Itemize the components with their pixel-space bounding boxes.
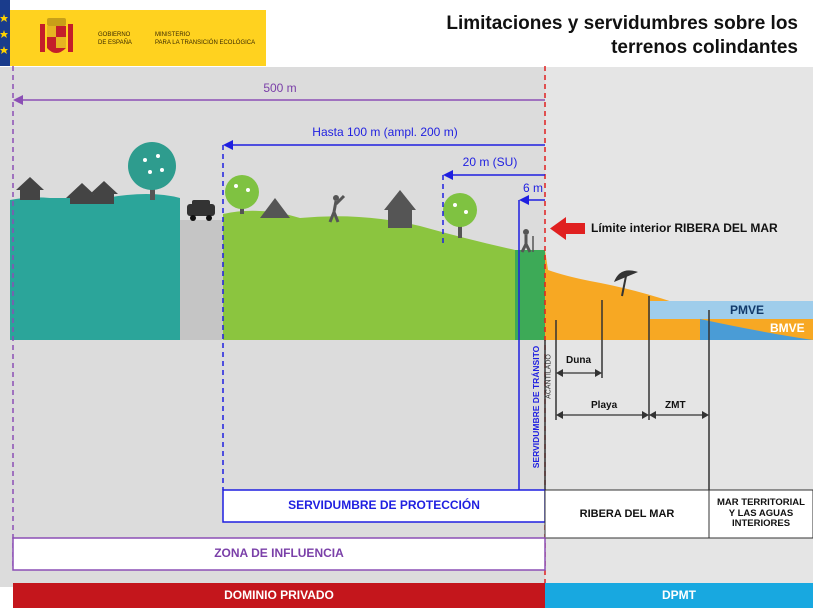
limit-interior-label: Límite interior RIBERA DEL MAR — [591, 221, 778, 235]
zmt-arrow — [649, 411, 709, 419]
dpmt-label: DPMT — [662, 587, 696, 602]
zmt-label: ZMT — [665, 400, 686, 411]
beach-sand — [545, 250, 813, 340]
distance-500-label: 500 m — [263, 81, 297, 95]
umbrella-icon — [614, 270, 638, 297]
page-title-line1: Limitaciones y servidumbres sobre los — [446, 13, 798, 34]
pmve-label: PMVE — [730, 303, 765, 317]
town-hill — [10, 194, 180, 340]
tree-icon — [443, 193, 477, 238]
road-strip — [180, 220, 223, 340]
gov-name-line1: GOBIERNO — [98, 32, 131, 38]
house-icon — [16, 177, 44, 200]
duna-label: Duna — [566, 355, 591, 366]
ministry-name-line1: MINISTERIO — [155, 32, 191, 38]
hut-icon — [384, 190, 416, 228]
duna-arrow — [556, 369, 602, 377]
mar-territorial-line3: INTERIORES — [731, 518, 791, 530]
golfer-icon — [328, 194, 346, 223]
tree-icon — [225, 175, 259, 214]
influencia-label: ZONA DE INFLUENCIA — [214, 546, 344, 561]
influencia-box — [12, 537, 546, 571]
star-icon — [0, 30, 8, 38]
distance-100-label: Hasta 100 m (ampl. 200 m) — [312, 125, 458, 139]
sea-high-band — [650, 301, 813, 319]
tent-icon — [260, 198, 290, 218]
star-icon — [0, 46, 8, 54]
distance-500-arrow — [13, 95, 545, 105]
dominio-privado-bar — [13, 583, 545, 608]
dpmt-bar — [545, 583, 813, 608]
green-hill — [223, 210, 515, 340]
acantilado-vertical-label: ACANTILADO — [545, 354, 553, 399]
gov-name-line2: DE ESPAÑA — [98, 40, 132, 46]
playa-label: Playa — [591, 400, 618, 411]
coat-of-arms-icon — [40, 18, 73, 53]
mar-territorial-box — [708, 489, 813, 539]
mar-territorial-line2: Y LAS AGUAS — [728, 507, 794, 519]
tree-icon — [128, 142, 176, 200]
distance-20-label: 20 m (SU) — [462, 155, 518, 169]
limit-arrow — [550, 217, 585, 240]
distance-6-label: 6 m — [522, 181, 543, 195]
ribera-box — [544, 489, 710, 539]
proteccion-box — [222, 489, 546, 523]
proteccion-label: SERVIDUMBRE DE PROTECCIÓN — [288, 498, 480, 513]
dominio-privado-label: DOMINIO PRIVADO — [224, 587, 334, 602]
transit-strip — [515, 250, 545, 340]
mar-territorial-label: MAR TERRITORIAL Y LAS AGUAS INTERIORES — [709, 490, 813, 538]
ribera-label: RIBERA DEL MAR — [579, 507, 675, 520]
car-icon — [187, 200, 215, 221]
hiker-icon — [520, 229, 534, 253]
playa-arrow — [556, 411, 649, 419]
star-icon — [0, 14, 8, 22]
ministry-name-line2: PARA LA TRANSICIÓN ECOLÓGICA — [155, 40, 256, 46]
page-title-line2: terrenos colindantes — [611, 37, 798, 58]
bmve-label: BMVE — [770, 321, 805, 335]
distance-100-arrow — [223, 140, 545, 150]
sand-wedge — [700, 319, 813, 340]
distance-20-arrow — [443, 170, 545, 180]
transito-vertical-label: SERVIDUMBRE DE TRÁNSITO — [530, 345, 541, 469]
house-icon — [66, 181, 118, 204]
mar-territorial-line1: MAR TERRITORIAL — [717, 496, 805, 508]
distance-6-arrow — [519, 195, 545, 205]
